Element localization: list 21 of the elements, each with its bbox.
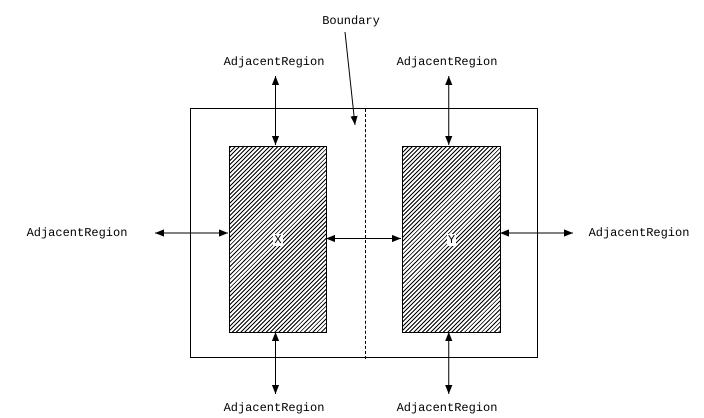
box-label: X	[273, 234, 283, 246]
boundary-line	[365, 109, 369, 359]
region-label: AdjacentRegion	[395, 399, 499, 417]
region-label: Boundary	[311, 12, 391, 30]
double-arrow	[326, 234, 402, 242]
region-label: AdjacentRegion	[4, 224, 150, 242]
region-label: AdjacentRegion	[222, 399, 326, 417]
double-arrow	[500, 229, 574, 237]
hatched-box	[229, 146, 327, 333]
hatched-box	[402, 146, 501, 333]
box-label: Y	[446, 234, 456, 246]
double-arrow	[445, 76, 452, 146]
double-arrow	[272, 332, 280, 394]
region-label: AdjacentRegion	[395, 53, 499, 71]
region-label: AdjacentRegion	[578, 224, 700, 242]
leader-line	[344, 32, 358, 126]
region-label: AdjacentRegion	[222, 53, 326, 71]
double-arrow	[154, 229, 228, 237]
double-arrow	[445, 332, 452, 394]
double-arrow	[272, 76, 280, 146]
region-box	[190, 108, 538, 358]
